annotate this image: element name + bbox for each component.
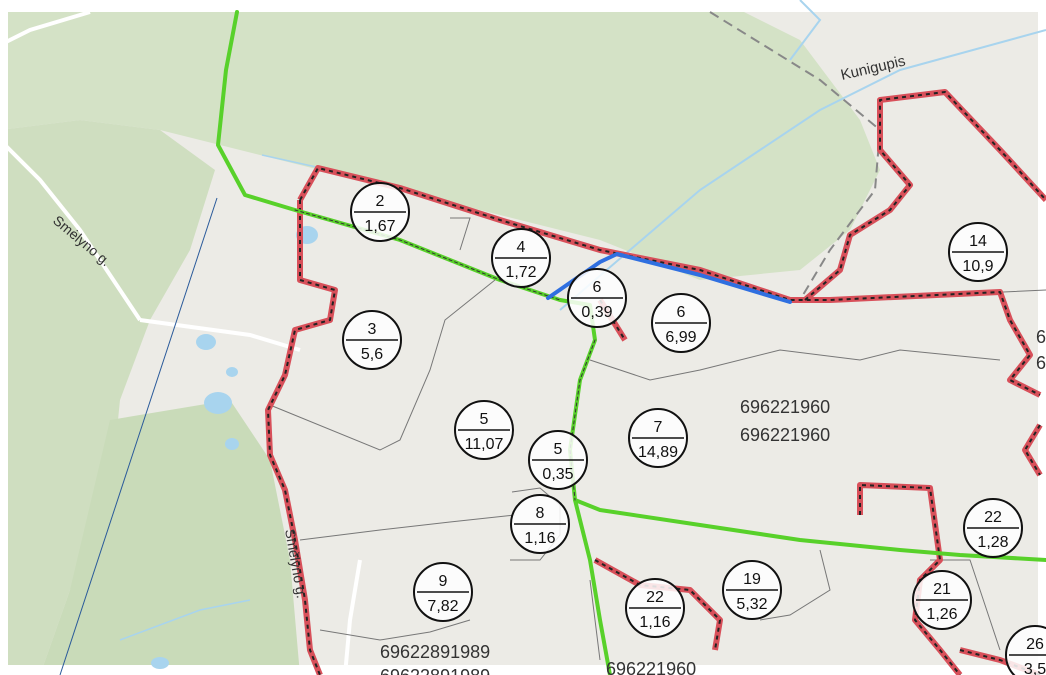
plot-area: 3,5 — [1024, 661, 1046, 675]
plot-label[interactable]: 35,6 — [342, 310, 402, 370]
plot-number: 9 — [439, 573, 448, 590]
plot-number: 3 — [368, 321, 377, 338]
road-connector — [0, 10, 91, 47]
plot-number: 2 — [376, 193, 385, 210]
pond — [151, 657, 169, 669]
plot-area: 1,28 — [977, 534, 1008, 551]
plot-area: 1,26 — [926, 606, 957, 623]
pond — [226, 367, 238, 377]
survey-line — [59, 197, 218, 675]
forest-area-southwest — [40, 400, 300, 675]
plot-area: 14,89 — [638, 444, 678, 461]
plot-area: 0,39 — [581, 304, 612, 321]
plot-label[interactable]: 66,99 — [651, 293, 711, 353]
plot-number: 7 — [654, 419, 663, 436]
stream — [119, 599, 251, 641]
cadastral-number: 69622891989 — [380, 666, 490, 675]
plot-label[interactable]: 195,32 — [722, 560, 782, 620]
plot-number: 14 — [969, 233, 987, 250]
plot-label[interactable]: 221,16 — [625, 578, 685, 638]
plot-number: 19 — [743, 571, 761, 588]
plot-area: 6,99 — [665, 329, 696, 346]
plot-label[interactable]: 41,72 — [491, 228, 551, 288]
plot-label[interactable]: 221,28 — [963, 498, 1023, 558]
forest-area-west — [0, 120, 215, 675]
forest-area-north — [0, 0, 880, 280]
plot-label[interactable]: 511,07 — [454, 400, 514, 460]
plot-number: 21 — [933, 581, 951, 598]
river-branch — [789, 0, 822, 61]
plot-number: 5 — [554, 441, 563, 458]
plot-number: 22 — [984, 509, 1002, 526]
plot-area: 1,67 — [364, 218, 395, 235]
frame-right — [1038, 0, 1046, 675]
river-kunigupis — [559, 29, 1046, 311]
road-smelyno-south — [139, 318, 301, 352]
plot-area: 11,07 — [465, 436, 504, 453]
frame-top — [0, 0, 1046, 12]
plot-label[interactable]: 263,5 — [1005, 625, 1046, 675]
road-smelyno-north — [0, 138, 142, 322]
pond — [196, 334, 216, 350]
plot-label[interactable]: 97,82 — [413, 562, 473, 622]
plot-number: 5 — [480, 411, 489, 428]
cadastral-number: 6 — [1036, 327, 1046, 347]
plot-label[interactable]: 81,16 — [510, 494, 570, 554]
plot-number: 22 — [646, 589, 664, 606]
plot-area: 1,16 — [639, 614, 670, 631]
plot-area: 5,6 — [361, 346, 383, 363]
plot-label[interactable]: 21,67 — [350, 182, 410, 242]
plot-label[interactable]: 211,26 — [912, 570, 972, 630]
plot-area: 1,16 — [524, 530, 555, 547]
admin-boundary-dashed — [709, 11, 882, 301]
plot-number: 6 — [593, 279, 602, 296]
pond — [204, 392, 232, 414]
plot-number: 26 — [1026, 636, 1044, 653]
plot-label[interactable]: 50,35 — [528, 430, 588, 490]
frame-left — [0, 0, 8, 675]
plot-number: 6 — [677, 304, 686, 321]
plot-number: 4 — [517, 239, 526, 256]
cadastral-number: 6 — [1036, 353, 1046, 373]
plot-area: 5,32 — [736, 596, 767, 613]
plot-label[interactable]: 60,39 — [567, 268, 627, 328]
cadastral-number: 696221960 — [740, 425, 830, 445]
plot-label[interactable]: 714,89 — [628, 408, 688, 468]
plot-circle — [1005, 625, 1046, 675]
plot-area: 1,72 — [505, 264, 536, 281]
plot-number: 8 — [536, 505, 545, 522]
plot-area: 0,35 — [542, 466, 573, 483]
road-south — [343, 559, 362, 675]
cadastral-number: 69622891989 — [380, 642, 490, 662]
plot-label[interactable]: 14 10,9 — [948, 222, 1008, 282]
plot-area: 7,82 — [427, 598, 458, 615]
cadastral-number: 696221960 — [740, 397, 830, 417]
cadastral-number: 696221960 — [606, 659, 696, 675]
plot-area: 10,9 — [962, 258, 993, 275]
pond — [225, 438, 239, 450]
frame-bottom — [0, 665, 1046, 675]
